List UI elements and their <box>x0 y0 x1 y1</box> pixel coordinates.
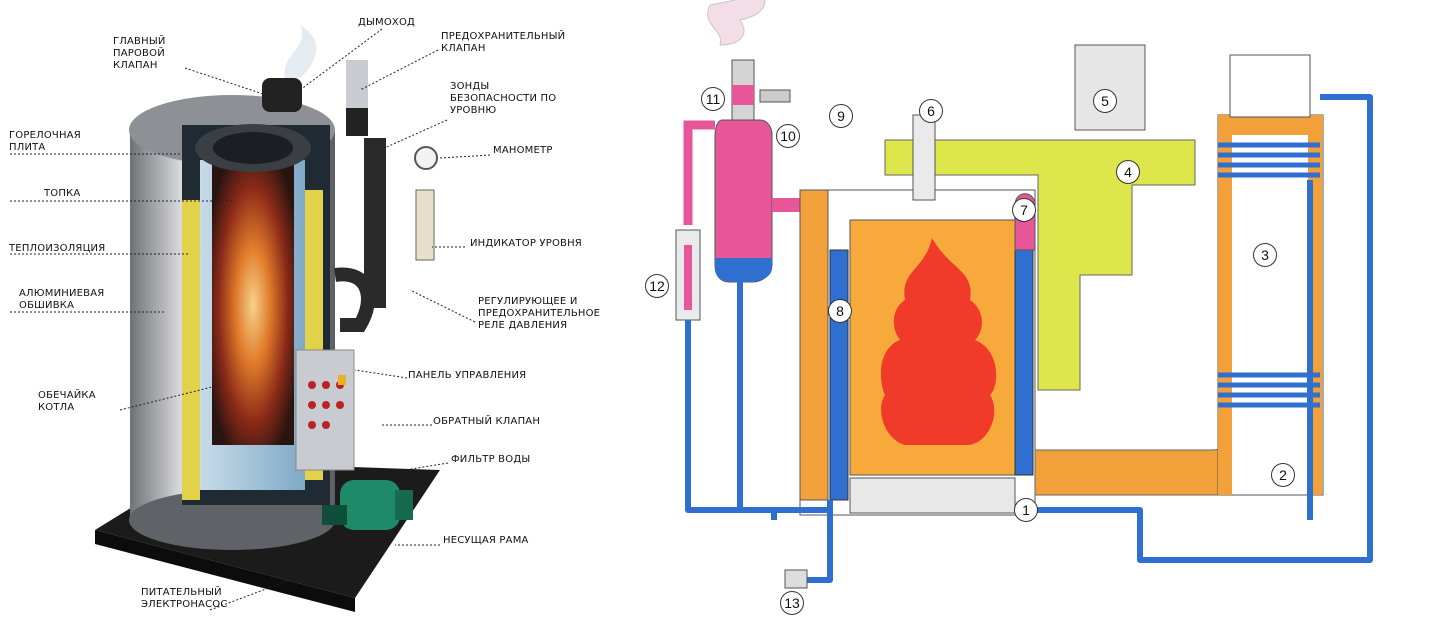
control-panel-box <box>295 349 355 471</box>
flame <box>880 238 997 445</box>
steam-separator <box>714 119 773 283</box>
label-furnace: ТОПКА <box>44 188 81 199</box>
label-chimney: ДЫМОХОД <box>358 17 416 28</box>
label-level-probes: ЗОНДЫ БЕЗОПАСНОСТИ ПО УРОВНЮ <box>450 81 557 116</box>
callout-2: 2 <box>1271 463 1295 487</box>
callout-10: 10 <box>776 124 800 148</box>
water-jacket-right <box>1014 249 1034 476</box>
callout-4: 4 <box>1116 160 1140 184</box>
callout-12: 12 <box>645 274 669 298</box>
label-main-steam-valve: ГЛАВНЫЙ ПАРОВОЙ КЛАПАН <box>113 36 166 71</box>
label-level-indicator: ИНДИКАТОР УРОВНЯ <box>470 238 582 249</box>
label-safety-valve: ПРЕДОХРАНИТЕЛЬНЫЙ КЛАПАН <box>441 31 566 54</box>
label-insulation: ТЕПЛОИЗОЛЯЦИЯ <box>9 243 106 254</box>
label-check-valve: ОБРАТНЫЙ КЛАПАН <box>433 416 541 427</box>
water-jacket-left <box>829 249 849 501</box>
callout-8: 8 <box>828 299 852 323</box>
boiler-flow-schematic <box>675 0 1373 589</box>
callout-7: 7 <box>1012 198 1036 222</box>
callout-5: 5 <box>1093 89 1117 113</box>
level-indicator-glass <box>415 189 435 261</box>
callout-3: 3 <box>1253 243 1277 267</box>
label-feed-pump: ПИТАТЕЛЬНЫЙ ЭЛЕКТРОНАСОС <box>141 587 228 610</box>
callout-9: 9 <box>829 104 853 128</box>
label-control-panel: ПАНЕЛЬ УПРАВЛЕНИЯ <box>408 370 527 381</box>
label-aluminium-cladding: АЛЮМИНИЕВАЯ ОБШИВКА <box>19 288 105 311</box>
callout-1: 1 <box>1014 498 1038 522</box>
callout-13: 13 <box>780 591 804 615</box>
label-burner-plate: ГОРЕЛОЧНАЯ ПЛИТА <box>9 130 81 153</box>
label-support-frame: НЕСУЩАЯ РАМА <box>443 535 529 546</box>
boiler-cutaway-illustration <box>95 25 440 612</box>
label-manometer: МАНОМЕТР <box>493 145 553 156</box>
insulation-layer <box>182 200 200 500</box>
label-leader-lines <box>10 28 491 611</box>
manometer-gauge <box>414 146 438 170</box>
label-pressure-relay: РЕГУЛИРУЮЩЕЕ И ПРЕДОХРАНИТЕЛЬНОЕ РЕЛЕ ДА… <box>478 296 601 331</box>
fan-duct <box>884 139 1196 391</box>
furnace-chamber <box>212 165 294 445</box>
label-water-filter: ФИЛЬТР ВОДЫ <box>451 454 531 465</box>
callout-11: 11 <box>701 87 725 111</box>
label-boiler-shell: ОБЕЧАЙКА КОТЛА <box>38 390 96 413</box>
fan-motor <box>1074 44 1146 131</box>
economizer <box>1217 114 1324 496</box>
feed-pump-body <box>340 480 400 530</box>
callout-6: 6 <box>919 99 943 123</box>
chimney-pipe <box>262 78 302 112</box>
